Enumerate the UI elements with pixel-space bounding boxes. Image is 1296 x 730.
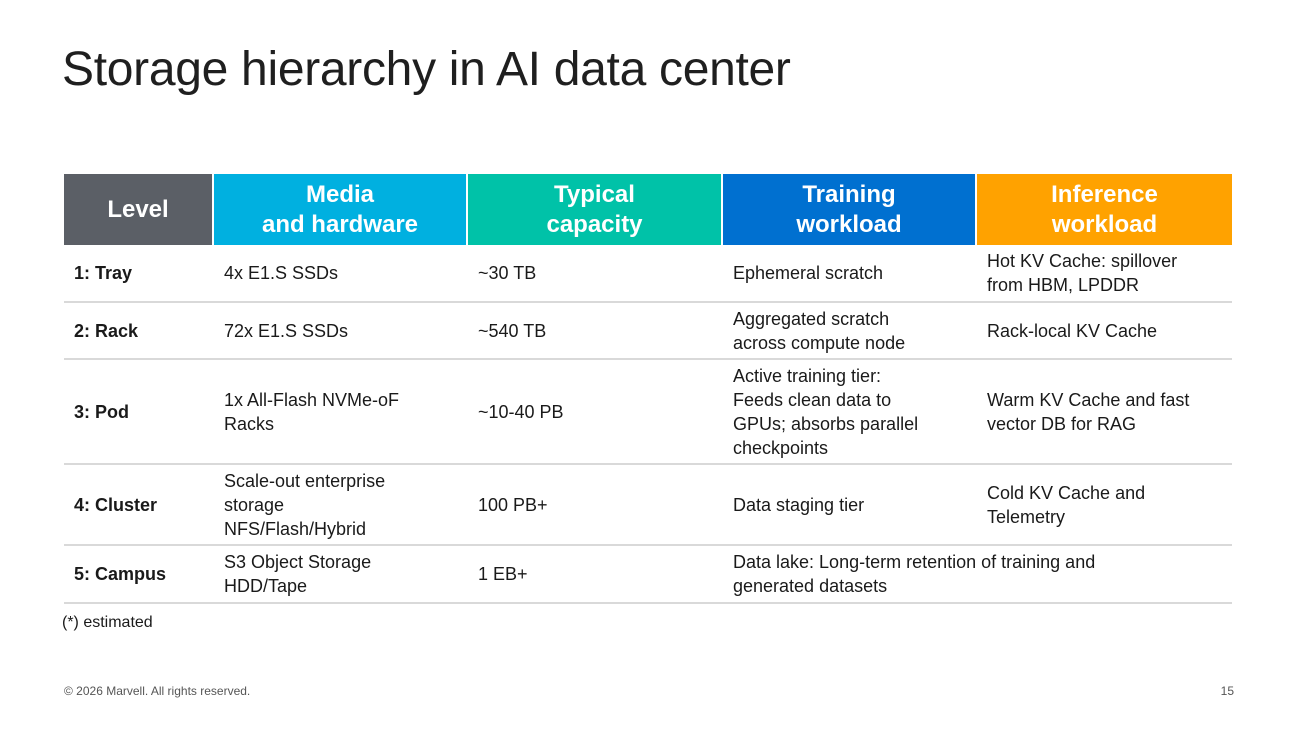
- cell-training: Active training tier: Feeds clean data t…: [723, 360, 977, 465]
- header-media-line1: Media: [305, 180, 374, 208]
- cell-line: Active training tier:: [733, 365, 882, 386]
- cell-capacity: ~30 TB: [468, 245, 723, 303]
- cell-training: Ephemeral scratch: [723, 245, 977, 303]
- cell-line: Data staging tier: [733, 494, 865, 515]
- cell-level: 4: Cluster: [64, 465, 214, 546]
- cell-media: 72x E1.S SSDs: [214, 303, 468, 360]
- cell-level: 3: Pod: [64, 360, 214, 465]
- header-training-line1: Training: [802, 180, 896, 208]
- cell-line: Data lake: Long-term retention of traini…: [733, 552, 1096, 572]
- table-row: 2: Rack 72x E1.S SSDs ~540 TB Aggregated…: [64, 303, 1232, 360]
- cell-line: 72x E1.S SSDs: [224, 320, 349, 341]
- cell-line: Aggregated scratch: [733, 308, 890, 329]
- slide-title: Storage hierarchy in AI data center: [62, 43, 791, 96]
- cell-line: Racks: [224, 413, 275, 434]
- cell-line: Warm KV Cache and fast: [987, 389, 1190, 410]
- cell-line: S3 Object Storage: [224, 552, 372, 572]
- header-capacity: Typical capacity: [468, 174, 723, 245]
- table-row: 3: Pod 1x All-Flash NVMe-oF Racks ~10-40…: [64, 360, 1232, 465]
- table-row: 5: Campus S3 Object Storage HDD/Tape 1 E…: [64, 546, 1232, 604]
- cell-inference: Rack-local KV Cache: [977, 303, 1232, 360]
- cell-line: Scale-out enterprise: [224, 470, 386, 491]
- cell-training: Data staging tier: [723, 465, 977, 546]
- storage-hierarchy-table: Level Media and hardware Typical capacit…: [64, 174, 1232, 604]
- cell-line: NFS/Flash/Hybrid: [224, 518, 367, 539]
- cell-media: 4x E1.S SSDs: [214, 245, 468, 303]
- cell-line: across compute node: [733, 332, 906, 353]
- cell-line: 4x E1.S SSDs: [224, 263, 339, 283]
- cell-level: 1: Tray: [64, 245, 214, 303]
- cell-media: S3 Object Storage HDD/Tape: [214, 546, 468, 604]
- cell-capacity: 100 PB+: [468, 465, 723, 546]
- header-inference: Inference workload: [977, 174, 1232, 245]
- cell-line: storage: [224, 494, 285, 515]
- cell-line: Telemetry: [987, 506, 1066, 527]
- cell-line: 1x All-Flash NVMe-oF: [224, 389, 400, 410]
- cell-line: GPUs; absorbs parallel: [733, 413, 919, 434]
- cell-line: vector DB for RAG: [987, 413, 1137, 434]
- cell-line: Feeds clean data to: [733, 389, 892, 410]
- header-inference-line2: workload: [1051, 210, 1158, 238]
- footnote: (*) estimated: [62, 614, 153, 631]
- cell-training: Aggregated scratch across compute node: [723, 303, 977, 360]
- header-capacity-line1: Typical: [554, 180, 635, 208]
- cell-line: Cold KV Cache and: [987, 482, 1146, 503]
- cell-capacity: 1 EB+: [468, 546, 723, 604]
- cell-combined-workload: Data lake: Long-term retention of traini…: [723, 546, 1232, 604]
- header-training: Training workload: [723, 174, 977, 245]
- table-header-row: Level Media and hardware Typical capacit…: [64, 174, 1232, 245]
- cell-inference: Cold KV Cache and Telemetry: [977, 465, 1232, 546]
- cell-line: generated datasets: [733, 576, 888, 596]
- copyright-notice: © 2026 Marvell. All rights reserved.: [64, 684, 251, 698]
- cell-line: Hot KV Cache: spillover: [987, 251, 1178, 271]
- cell-line: checkpoints: [733, 437, 829, 458]
- cell-line: HDD/Tape: [224, 576, 308, 596]
- cell-line: Ephemeral scratch: [733, 263, 884, 283]
- header-media: Media and hardware: [214, 174, 468, 245]
- cell-capacity: ~540 TB: [468, 303, 723, 360]
- header-level-label: Level: [107, 195, 169, 223]
- header-level: Level: [64, 174, 214, 245]
- cell-capacity: ~10-40 PB: [468, 360, 723, 465]
- cell-inference: Hot KV Cache: spillover from HBM, LPDDR: [977, 245, 1232, 303]
- cell-line: from HBM, LPDDR: [987, 275, 1140, 295]
- header-capacity-line2: capacity: [546, 210, 643, 238]
- cell-line: Rack-local KV Cache: [987, 320, 1158, 341]
- header-media-line2: and hardware: [261, 210, 419, 238]
- cell-media: 1x All-Flash NVMe-oF Racks: [214, 360, 468, 465]
- table-row: 4: Cluster Scale-out enterprise storage …: [64, 465, 1232, 546]
- cell-level: 2: Rack: [64, 303, 214, 360]
- page-number: 15: [1220, 684, 1234, 698]
- header-training-line2: workload: [796, 210, 902, 238]
- header-inference-line1: Inference: [1051, 180, 1158, 208]
- table-row: 1: Tray 4x E1.S SSDs ~30 TB Ephemeral sc…: [64, 245, 1232, 303]
- cell-level: 5: Campus: [64, 546, 214, 604]
- cell-media: Scale-out enterprise storage NFS/Flash/H…: [214, 465, 468, 546]
- cell-inference: Warm KV Cache and fast vector DB for RAG: [977, 360, 1232, 465]
